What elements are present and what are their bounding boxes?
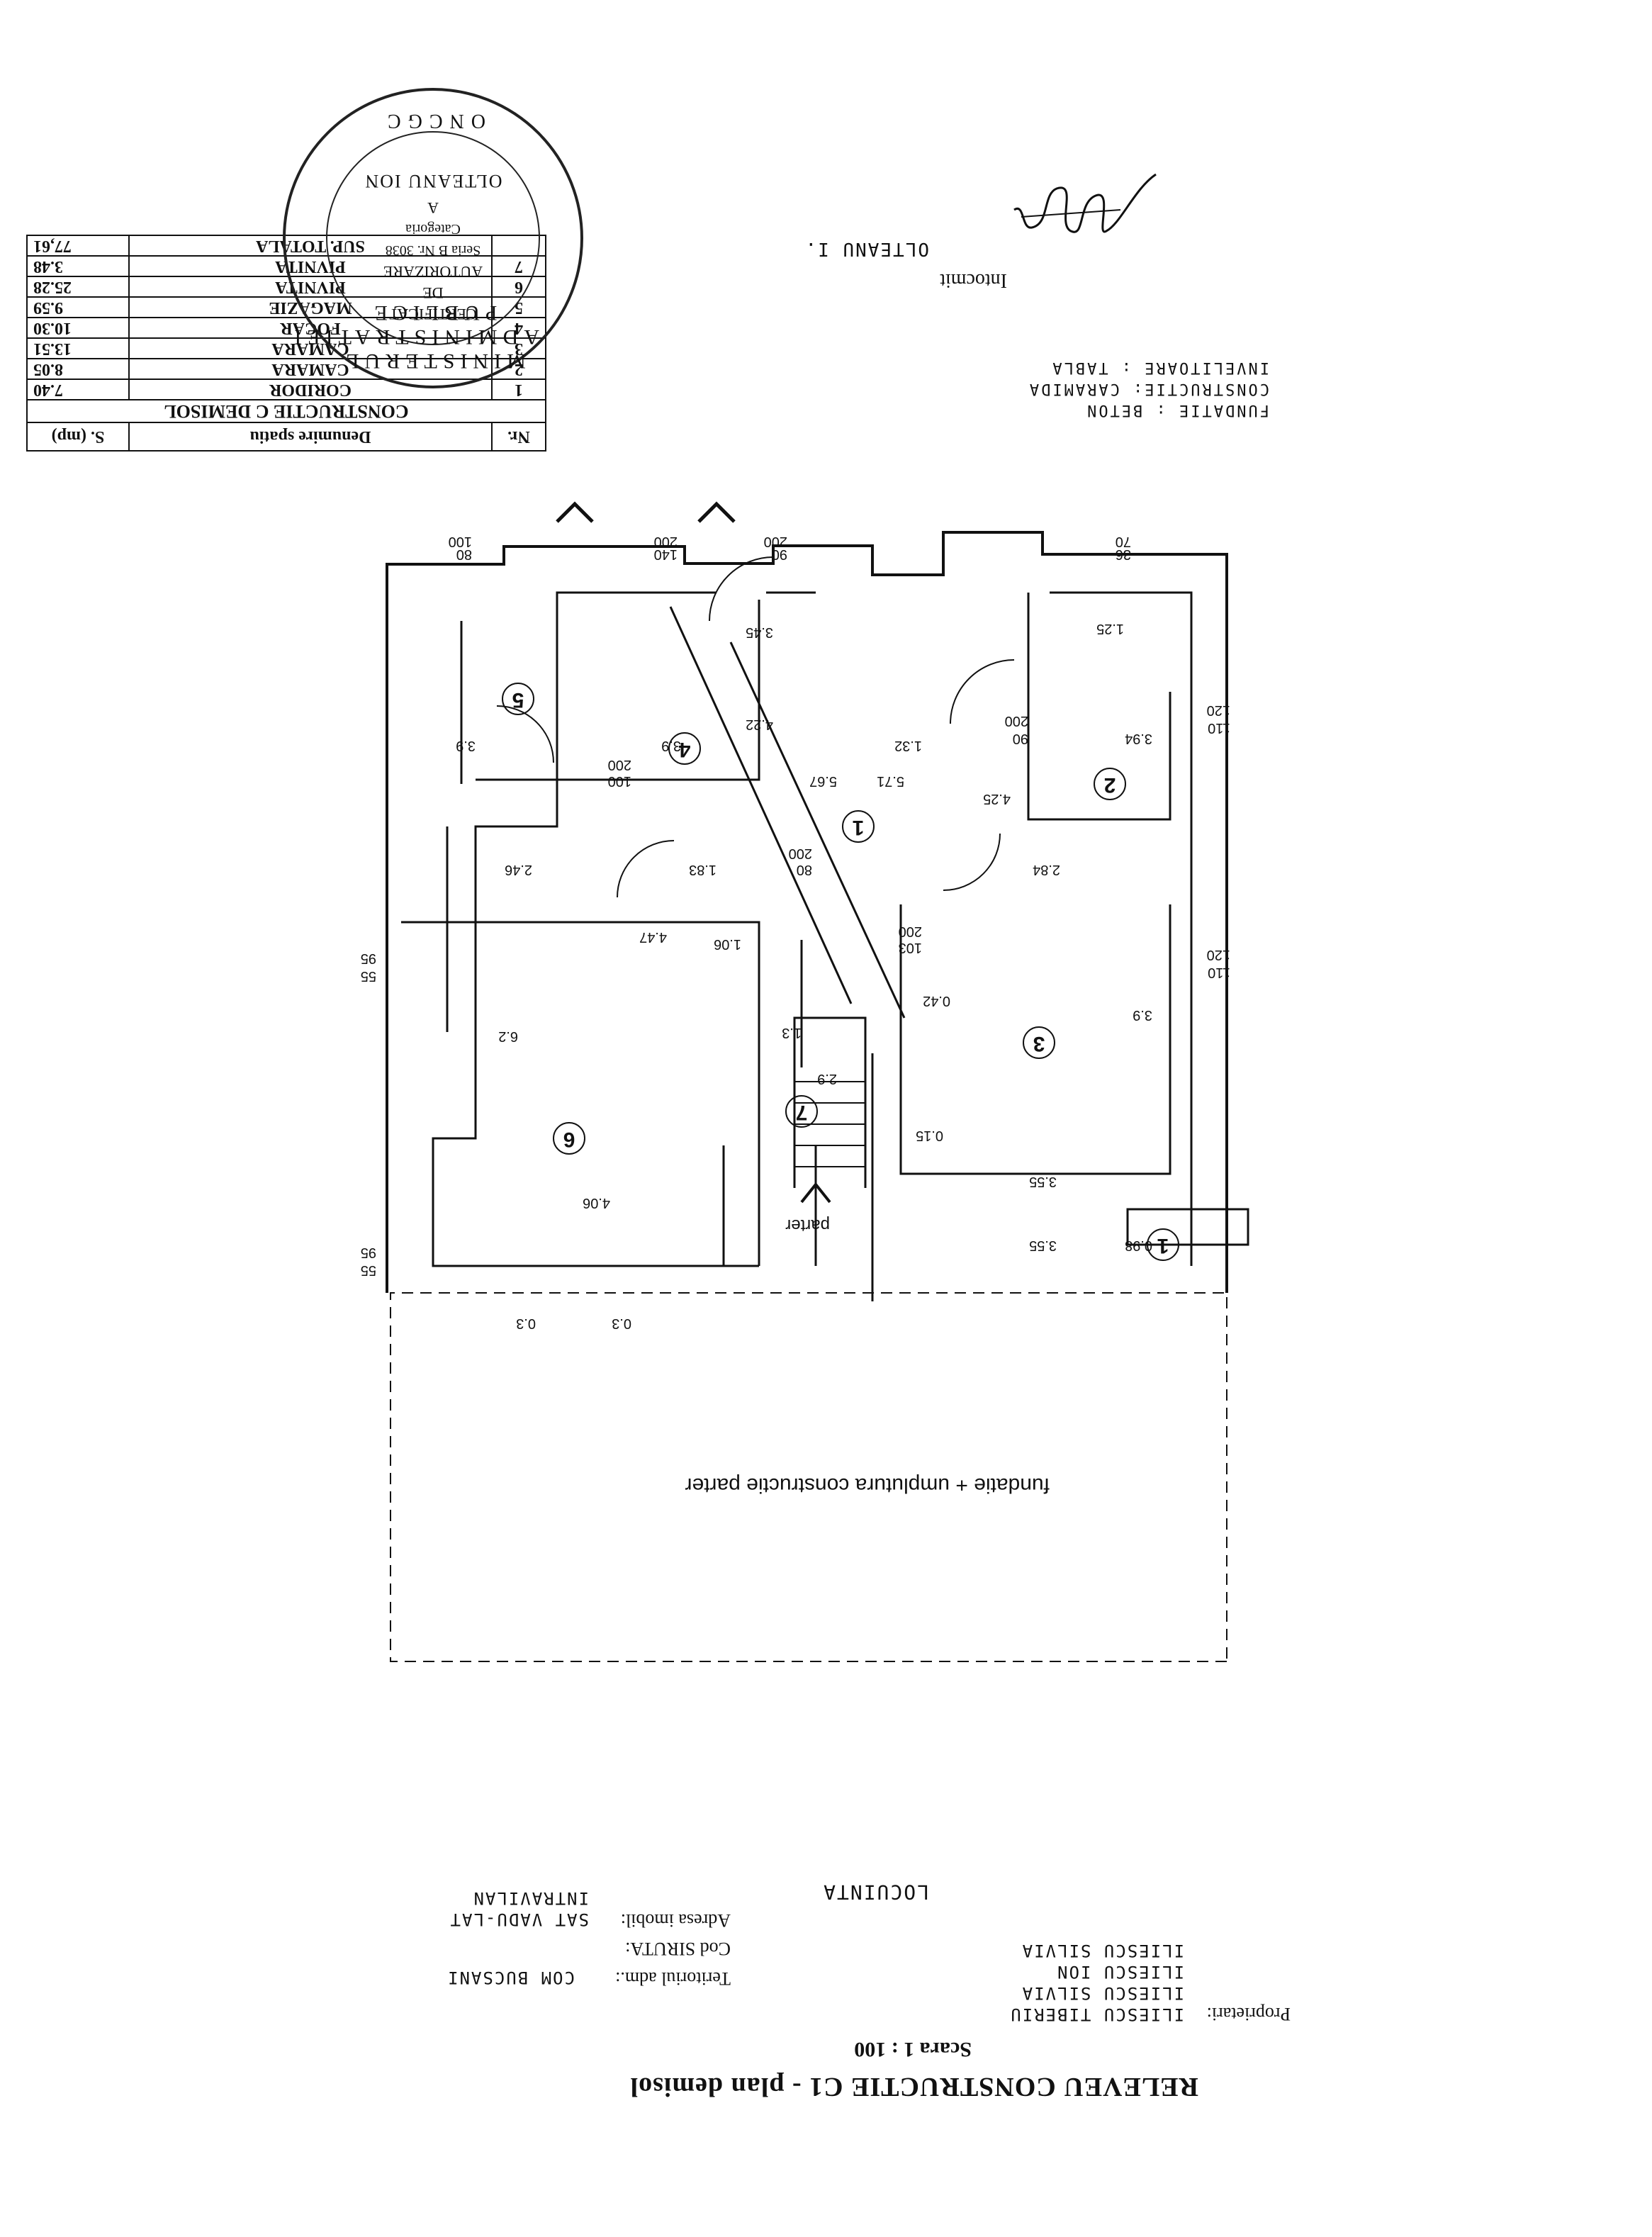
stamp-rings bbox=[283, 88, 583, 388]
dim-label: 2.46 bbox=[505, 862, 532, 878]
room-circle bbox=[842, 810, 875, 843]
room-number: 6 bbox=[563, 1128, 575, 1151]
parter-arrow-icon bbox=[800, 1182, 831, 1204]
dim-label: 6.2 bbox=[498, 1028, 518, 1044]
dim-label: 100 bbox=[608, 773, 631, 789]
dimension-labels: 80 100 140 200 90 200 36 70 3.45 1.25 3.… bbox=[361, 534, 1230, 1331]
dim-label: 36 bbox=[1116, 546, 1131, 562]
door-arc bbox=[709, 556, 774, 622]
room-number: 2 bbox=[1104, 773, 1116, 797]
dim-label: 4.25 bbox=[983, 791, 1011, 807]
dim-label: 70 bbox=[1116, 534, 1131, 549]
dim-label: 3.94 bbox=[1125, 731, 1152, 746]
door-arc bbox=[617, 840, 675, 898]
dim-label: 5.67 bbox=[809, 773, 837, 789]
stair-treads bbox=[794, 1081, 865, 1167]
inner-wall-room6 bbox=[401, 921, 817, 1266]
dim-label: 95 bbox=[361, 951, 376, 966]
dim-label: 200 bbox=[764, 534, 787, 549]
dim-label: 4.22 bbox=[746, 717, 773, 732]
dim-label: 0.3 bbox=[612, 1316, 631, 1331]
dim-label: 1.3 bbox=[782, 1025, 802, 1041]
dim-label: 4.47 bbox=[639, 929, 667, 945]
dim-label: 3.9 bbox=[456, 738, 476, 753]
room-number: 1 bbox=[1157, 1234, 1169, 1257]
dim-label: 103 bbox=[899, 940, 922, 955]
dim-label: 80 bbox=[797, 862, 812, 878]
dim-label: 120 bbox=[1207, 702, 1230, 718]
dim-label: 200 bbox=[789, 846, 812, 861]
dim-label: 200 bbox=[1005, 713, 1028, 729]
room-labels: 1 2 3 4 5 6 7 1 bbox=[502, 683, 1179, 1261]
dim-label: 55 bbox=[361, 1262, 376, 1278]
dim-label: 95 bbox=[361, 1245, 376, 1260]
dim-label: 4.06 bbox=[583, 1195, 610, 1211]
dim-label: 3.55 bbox=[1029, 1238, 1057, 1253]
room-number: 4 bbox=[678, 738, 690, 761]
dim-label: 90 bbox=[1013, 731, 1028, 746]
door-arc bbox=[943, 833, 1001, 891]
dim-label: 2.84 bbox=[1033, 862, 1060, 878]
foundation-outline bbox=[390, 1292, 1227, 1662]
dim-label: 110 bbox=[1208, 965, 1230, 980]
dim-label: 3.9 bbox=[1133, 1007, 1152, 1023]
inner-wall-right bbox=[899, 593, 1171, 1175]
dim-label: 80 bbox=[456, 546, 472, 562]
dim-label: 200 bbox=[899, 924, 922, 939]
plan-walls bbox=[386, 531, 1249, 1662]
door-arc bbox=[950, 659, 1015, 724]
dim-label: 1.32 bbox=[894, 738, 922, 753]
entry-arrow-icon bbox=[556, 501, 736, 523]
room-number: 1 bbox=[853, 816, 865, 839]
dim-label: 1.06 bbox=[714, 936, 741, 952]
dim-label: 3.45 bbox=[746, 624, 773, 640]
room-circle bbox=[1147, 1228, 1179, 1261]
inner-wall-divisions bbox=[446, 621, 874, 1301]
dim-label: 100 bbox=[449, 534, 472, 549]
dim-label: 55 bbox=[361, 968, 376, 984]
room-1-small-outline bbox=[1126, 1208, 1249, 1246]
dim-label: 1.83 bbox=[689, 862, 717, 878]
outer-wall bbox=[386, 531, 1228, 1293]
foundation-note: fundatie + umplutura constructie parter bbox=[685, 1474, 1050, 1497]
dim-label: 110 bbox=[1208, 720, 1230, 736]
dim-label: 1.25 bbox=[1096, 621, 1124, 637]
dim-label: 5.71 bbox=[877, 773, 904, 789]
door-arc bbox=[496, 705, 554, 763]
dim-label: 0.3 bbox=[516, 1316, 536, 1331]
room-circle bbox=[502, 683, 534, 715]
inner-wall-left bbox=[432, 591, 1193, 1267]
signature bbox=[1013, 173, 1157, 233]
room-number: 3 bbox=[1033, 1032, 1045, 1055]
dim-label: 120 bbox=[1207, 947, 1230, 963]
room-circle bbox=[553, 1122, 585, 1155]
dim-label: 200 bbox=[608, 757, 631, 773]
dim-label: 200 bbox=[654, 534, 678, 549]
authorization-stamp: MINISTERUL ADMINISTRATIEI PUBLICE ONCGC … bbox=[277, 82, 589, 394]
dim-label: 140 bbox=[654, 546, 678, 562]
parter-label: parter bbox=[785, 1216, 830, 1235]
room-number: 7 bbox=[796, 1101, 808, 1124]
room-circle bbox=[668, 732, 701, 765]
dim-label: 3.9 bbox=[661, 738, 681, 753]
dim-label: 0.98 bbox=[1125, 1238, 1152, 1253]
dim-label: 0.42 bbox=[923, 993, 950, 1009]
room-circle bbox=[1094, 768, 1126, 800]
room-circle bbox=[1023, 1026, 1055, 1059]
corridor-walls bbox=[669, 606, 906, 1019]
room-circle bbox=[785, 1095, 818, 1128]
inner-wall-room5 bbox=[476, 600, 760, 781]
room-number: 5 bbox=[512, 688, 524, 712]
dim-label: 90 bbox=[772, 546, 787, 562]
dim-label: 0.15 bbox=[916, 1128, 943, 1143]
dim-label: 2.9 bbox=[817, 1071, 837, 1087]
dim-label: 3.55 bbox=[1029, 1174, 1057, 1189]
